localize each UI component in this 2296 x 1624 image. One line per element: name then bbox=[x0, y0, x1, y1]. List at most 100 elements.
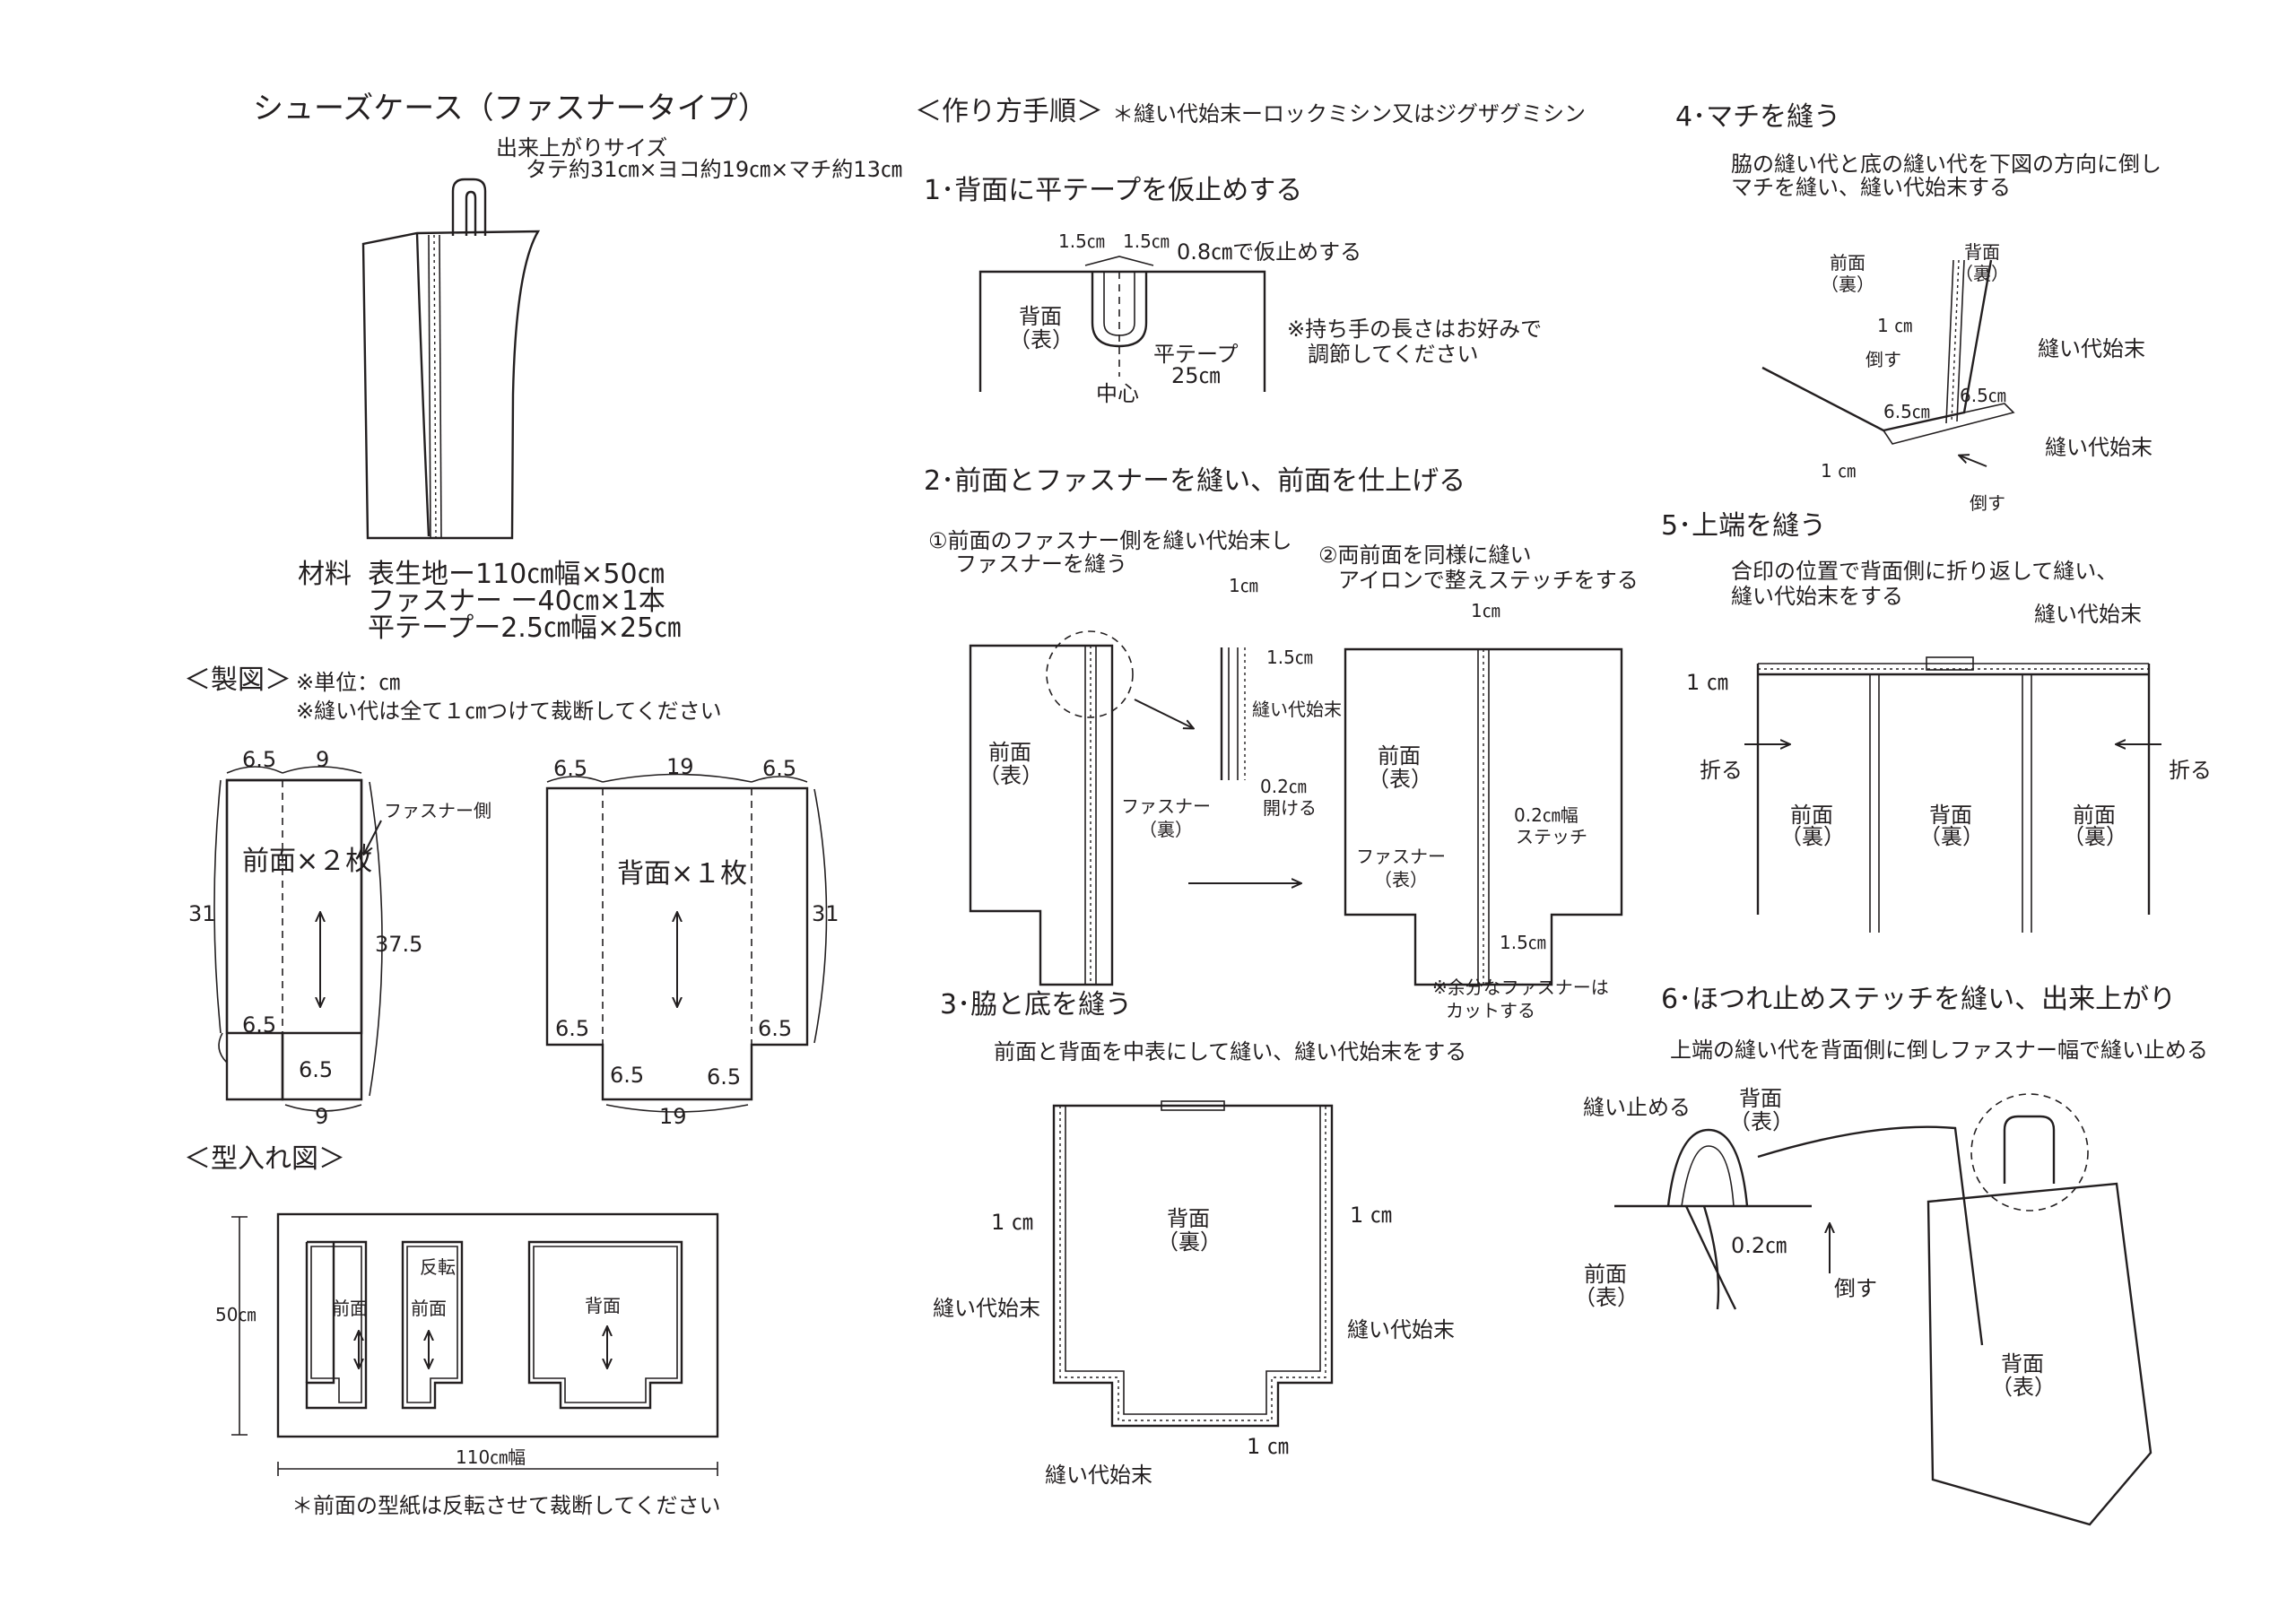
layout-note: ＊前面の型紙は反転させて裁断してください bbox=[291, 1493, 721, 1518]
material-2: ファスナー ー40㎝×1本 bbox=[368, 586, 665, 617]
material-1: 表生地ー110㎝幅×50㎝ bbox=[368, 559, 665, 590]
step2-dim-1cm: 1㎝ bbox=[1229, 575, 1258, 596]
step6-gap: 0.2㎝ bbox=[1731, 1233, 1787, 1258]
step2-sub1-a: ①前面のファスナー側を縫い代始末し bbox=[928, 528, 1292, 553]
step2-panel-b-side: （表） bbox=[1368, 767, 1432, 792]
step1-tack: 0.8㎝で仮止めする bbox=[1177, 239, 1362, 265]
step5-back-side: （裏） bbox=[1919, 824, 1984, 849]
step2-panel: 前面 bbox=[988, 740, 1031, 765]
step4-back: 背面 bbox=[1964, 241, 2000, 263]
step2-zipper-b: ファスナー bbox=[1356, 846, 1446, 867]
step1-tape: 平テープ bbox=[1153, 342, 1239, 367]
step6-back-b-side: （表） bbox=[1991, 1375, 2056, 1400]
step6-desc: 上端の縫い代を背面側に倒しファスナー幅で縫い止める bbox=[1670, 1038, 2208, 1063]
back-top-left-dim: 6.5 bbox=[553, 756, 588, 781]
front-diagonal-dim: 37.5 bbox=[375, 932, 423, 957]
step5-back: 背面 bbox=[1929, 803, 1972, 828]
step1-panel: 背面 bbox=[1019, 304, 1062, 329]
layout-heading: ＜型入れ図＞ bbox=[184, 1143, 345, 1175]
step2-seam-finish: 縫い代始末 bbox=[1252, 699, 1342, 720]
step4-back-side: （裏） bbox=[1955, 263, 2009, 284]
step4-diagram bbox=[1761, 259, 2015, 467]
step5-front-right-side: （裏） bbox=[2063, 824, 2127, 849]
step1-note-2: 調節してください bbox=[1308, 342, 1479, 367]
back-height-dim: 31 bbox=[812, 901, 839, 926]
back-piece-label: 背面×１枚 bbox=[617, 858, 748, 890]
step2-cut-a: ※余分なファスナーは bbox=[1432, 977, 1609, 998]
step4-fold-1: 倒す bbox=[1866, 349, 1901, 370]
step2-title: 2･前面とファスナーを縫い、前面を仕上げる bbox=[924, 465, 1466, 497]
step3-left-finish: 縫い代始末 bbox=[933, 1296, 1040, 1321]
pattern-unit-note: ※単位：㎝ bbox=[296, 670, 401, 695]
step5-fold-left: 折る bbox=[1700, 758, 1743, 783]
layout-flip-label: 反転 bbox=[420, 1256, 456, 1278]
step1-dim-2: 1.5㎝ bbox=[1123, 230, 1170, 252]
step1-tape-len: 25㎝ bbox=[1171, 363, 1221, 388]
step4-front-side: （裏） bbox=[1821, 274, 1874, 295]
step6-fold: 倒す bbox=[1834, 1276, 1877, 1301]
back-notch-width-right-dim: 6.5 bbox=[707, 1064, 742, 1090]
size-label: 出来上がりサイズ bbox=[496, 135, 668, 161]
product-title: シューズケース（ファスナータイプ） bbox=[253, 91, 769, 126]
pattern-heading: ＜製図＞ bbox=[184, 664, 291, 696]
front-top-right-dim: 9 bbox=[316, 747, 330, 772]
front-zipper-side-label: ファスナー側 bbox=[384, 800, 491, 821]
step4-dim-2: 1 ㎝ bbox=[1821, 460, 1857, 482]
step2-panel-side: （表） bbox=[978, 763, 1043, 788]
step2-zipper-side: （裏） bbox=[1139, 819, 1193, 840]
material-3: 平テープー2.5㎝幅×25㎝ bbox=[368, 612, 682, 644]
front-height-dim: 31 bbox=[188, 901, 216, 926]
step2-zipper-b-side: （表） bbox=[1374, 869, 1428, 890]
size-value: タテ約31㎝×ヨコ約19㎝×マチ約13㎝ bbox=[526, 157, 902, 182]
step6-sew-stop: 縫い止める bbox=[1583, 1095, 1691, 1120]
step3-desc: 前面と背面を中表にして縫い、縫い代始末をする bbox=[994, 1039, 1467, 1064]
step1-dim-1: 1.5㎝ bbox=[1058, 230, 1105, 252]
step4-finish-1: 縫い代始末 bbox=[2038, 336, 2145, 361]
step2-gap: 0.2㎝ bbox=[1260, 776, 1307, 797]
back-top-mid-dim: 19 bbox=[666, 754, 694, 779]
step5-fold-right: 折る bbox=[2169, 758, 2212, 783]
step4-title: 4･マチを縫う bbox=[1675, 101, 1841, 133]
fabric-layout-diagram bbox=[231, 1212, 719, 1476]
materials-label: 材料 bbox=[298, 559, 352, 590]
step3-panel-side: （裏） bbox=[1157, 1229, 1222, 1255]
step4-fold-2: 倒す bbox=[1970, 492, 2005, 514]
step6-diagram bbox=[1614, 1093, 2152, 1526]
step1-diagram bbox=[978, 256, 1266, 392]
step5-diagram bbox=[1744, 656, 2161, 933]
step2-stitch-a: 0.2㎝幅 bbox=[1514, 804, 1578, 826]
layout-piece-front-b: 前面 bbox=[411, 1298, 447, 1319]
steps-note: ＊縫い代始末ーロックミシン又はジグザグミシン bbox=[1112, 101, 1586, 126]
step5-front-left: 前面 bbox=[1790, 803, 1833, 828]
step5-finish: 縫い代始末 bbox=[2034, 602, 2142, 627]
step3-bottom-1cm: 1 ㎝ bbox=[1247, 1434, 1289, 1459]
step5-front-left-side: （裏） bbox=[1780, 824, 1845, 849]
step6-back-b: 背面 bbox=[2001, 1351, 2044, 1376]
step4-desc-2: マチを縫い、縫い代始末する bbox=[1731, 175, 2011, 200]
step5-front-right: 前面 bbox=[2073, 803, 2116, 828]
step4-gusset-2: 6.5㎝ bbox=[1960, 385, 2006, 406]
step3-right-1cm: 1 ㎝ bbox=[1350, 1203, 1392, 1228]
step4-finish-2: 縫い代始末 bbox=[2045, 435, 2152, 460]
step1-center: 中心 bbox=[1096, 381, 1139, 406]
step2-dim-1-5cm: 1.5㎝ bbox=[1266, 647, 1313, 668]
step4-desc-1: 脇の縫い代と底の縫い代を下図の方向に倒し bbox=[1731, 152, 2161, 177]
layout-width-label: 110㎝幅 bbox=[456, 1446, 526, 1468]
step5-desc-2: 縫い代始末をする bbox=[1731, 584, 1903, 609]
step5-title: 5･上端を縫う bbox=[1661, 510, 1827, 542]
step5-dim-1: 1 ㎝ bbox=[1686, 670, 1728, 695]
back-notch-height-right-dim: 6.5 bbox=[758, 1016, 793, 1041]
front-pattern-piece bbox=[213, 766, 383, 1112]
step6-back-side: （表） bbox=[1729, 1109, 1794, 1134]
step2-sub1-b: ファスナーを縫う bbox=[955, 551, 1127, 577]
front-notch-width-dim: 6.5 bbox=[299, 1057, 334, 1082]
step1-note-1: ※持ち手の長さはお好みで bbox=[1287, 317, 1543, 342]
step4-dim-1: 1 ㎝ bbox=[1877, 315, 1913, 336]
step2-zipper: ファスナー bbox=[1121, 795, 1211, 817]
step3-right-finish: 縫い代始末 bbox=[1347, 1317, 1455, 1342]
step1-title: 1･背面に平テープを仮止めする bbox=[924, 175, 1303, 206]
step3-left-1cm: 1 ㎝ bbox=[991, 1210, 1033, 1235]
step2-sub2-a: ②両前面を同様に縫い bbox=[1318, 543, 1532, 568]
step2-stitch-b: ステッチ bbox=[1516, 826, 1587, 847]
front-top-left-dim: 6.5 bbox=[242, 747, 277, 772]
